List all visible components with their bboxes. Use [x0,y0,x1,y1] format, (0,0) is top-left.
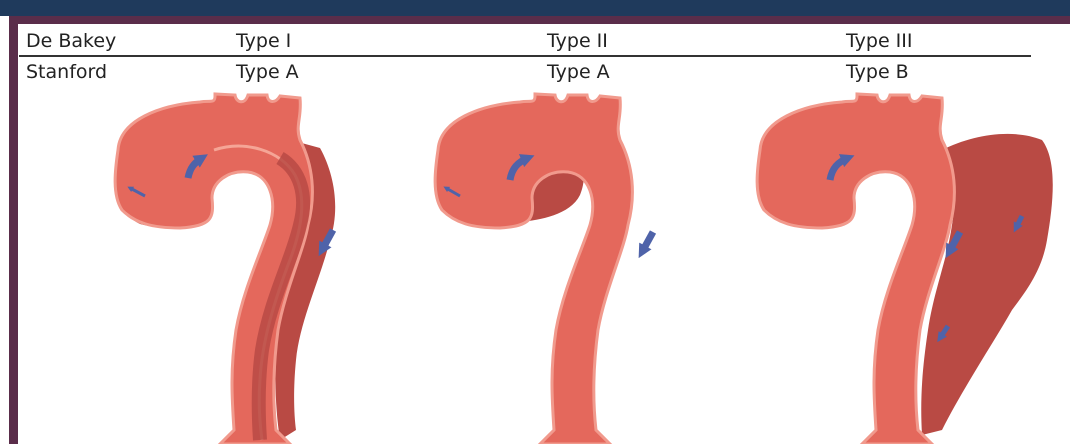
aorta-type-2 [435,94,653,444]
aorta-type-3 [757,94,1053,444]
aorta-type-1 [115,94,335,444]
